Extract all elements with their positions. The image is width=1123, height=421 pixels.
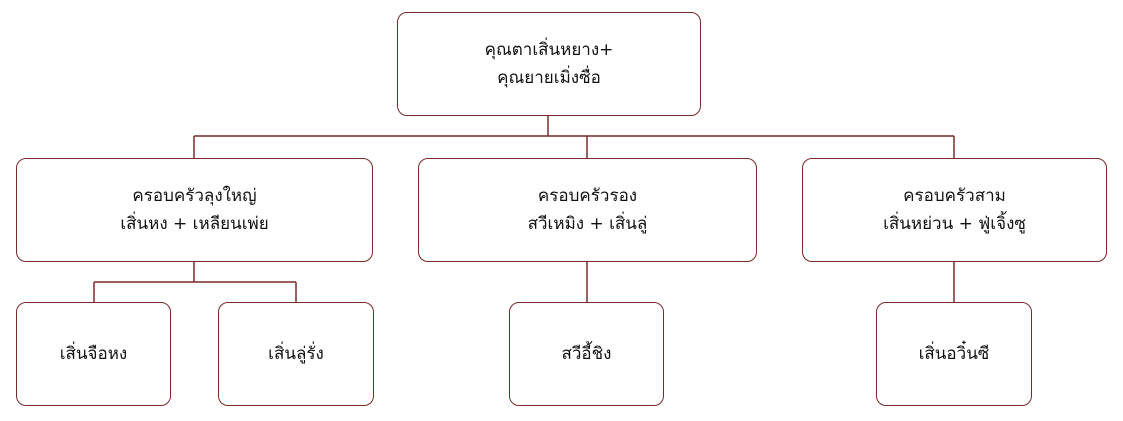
child-node: เสิ่นลู่รั่ง <box>218 302 374 406</box>
child-node: เสิ่นจือหง <box>16 302 171 406</box>
root-node-grandparents: คุณตาเสิ่นหยาง+ คุณยายเมิ่งซื่อ <box>397 12 701 116</box>
family-node-eldest-uncle: ครอบครัวลุงใหญ่ เสิ่นหง + เหลียนเพ่ย <box>16 158 373 262</box>
child-name: สวีอี้ชิง <box>561 344 612 364</box>
child-node: เสิ่นอวิ๋นซี <box>876 302 1032 406</box>
family-3-title: ครอบครัวสาม <box>903 186 1006 206</box>
family-node-second: ครอบครัวรอง สวีเหมิง + เสิ่นลู่ <box>418 158 757 262</box>
family-node-third: ครอบครัวสาม เสิ่นหย่วน + ฟู่เจิ้งซู <box>802 158 1107 262</box>
family-1-title: ครอบครัวลุงใหญ่ <box>132 186 257 206</box>
family-2-couple: สวีเหมิง + เสิ่นลู่ <box>527 214 648 234</box>
family-1-couple: เสิ่นหง + เหลียนเพ่ย <box>120 214 269 234</box>
child-name: เสิ่นจือหง <box>59 344 128 364</box>
child-name: เสิ่นอวิ๋นซี <box>918 344 990 364</box>
child-node: สวีอี้ชิง <box>509 302 664 406</box>
family-2-title: ครอบครัวรอง <box>537 186 638 206</box>
root-line-1: คุณตาเสิ่นหยาง+ <box>484 40 614 60</box>
child-name: เสิ่นลู่รั่ง <box>268 344 324 364</box>
family-3-couple: เสิ่นหย่วน + ฟู่เจิ้งซู <box>883 214 1026 234</box>
root-line-2: คุณยายเมิ่งซื่อ <box>497 68 601 88</box>
